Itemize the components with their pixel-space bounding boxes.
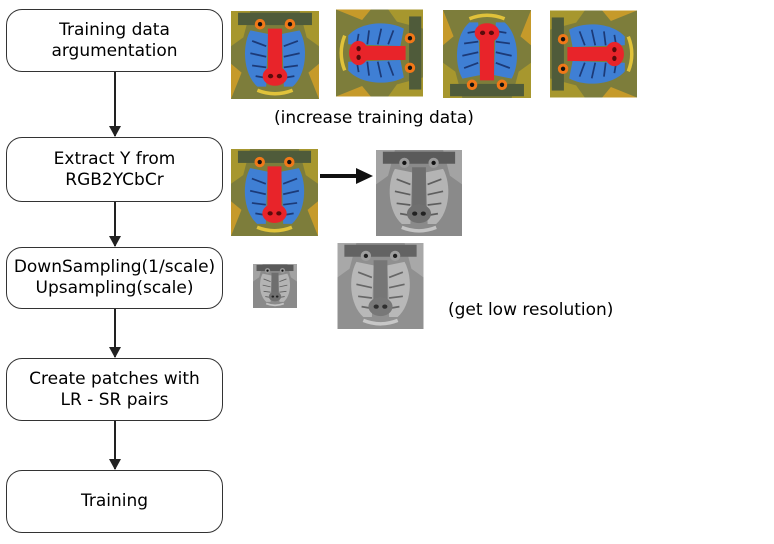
step-augmentation-box: Training data argumentation — [6, 9, 223, 72]
mandrill-rotated-90-image — [336, 9, 423, 97]
conversion-arrow-icon — [320, 168, 373, 184]
flow-arrow-1 — [109, 72, 121, 137]
step-patches-line1: Create patches with — [29, 368, 200, 389]
flow-arrow-3 — [109, 309, 121, 358]
step-training-box: Training — [6, 470, 223, 533]
step-patches-box: Create patches with LR - SR pairs — [6, 358, 223, 421]
mandrill-rotated-270-image — [550, 10, 637, 98]
mandrill-rgb-image — [229, 149, 320, 236]
augmentation-caption: (increase training data) — [274, 108, 474, 128]
step-resampling-box: DownSampling(1/scale) Upsampling(scale) — [6, 247, 223, 309]
step-resampling-line1: DownSampling(1/scale) — [13, 257, 216, 277]
step-patches-line2: LR - SR pairs — [60, 389, 169, 410]
mandrill-color-image — [230, 11, 320, 99]
mandrill-downsampled-image — [252, 264, 298, 308]
flow-arrow-2 — [109, 202, 121, 247]
step-extract-y-box: Extract Y from RGB2YCbCr — [6, 137, 223, 202]
mandrill-upsampled-image — [336, 243, 425, 329]
step-resampling-line2: Upsampling(scale) — [35, 278, 194, 298]
flow-arrow-4 — [109, 421, 121, 470]
step-augmentation-line2: argumentation — [51, 40, 178, 61]
step-extract-y-line2: RGB2YCbCr — [65, 169, 164, 190]
mandrill-y-channel-image — [374, 150, 464, 236]
step-training-label: Training — [80, 491, 149, 511]
low-resolution-caption: (get low resolution) — [448, 300, 614, 320]
step-augmentation-line1: Training data — [59, 19, 170, 40]
mandrill-rotated-180-image — [443, 10, 531, 98]
step-extract-y-line1: Extract Y from — [53, 148, 176, 169]
